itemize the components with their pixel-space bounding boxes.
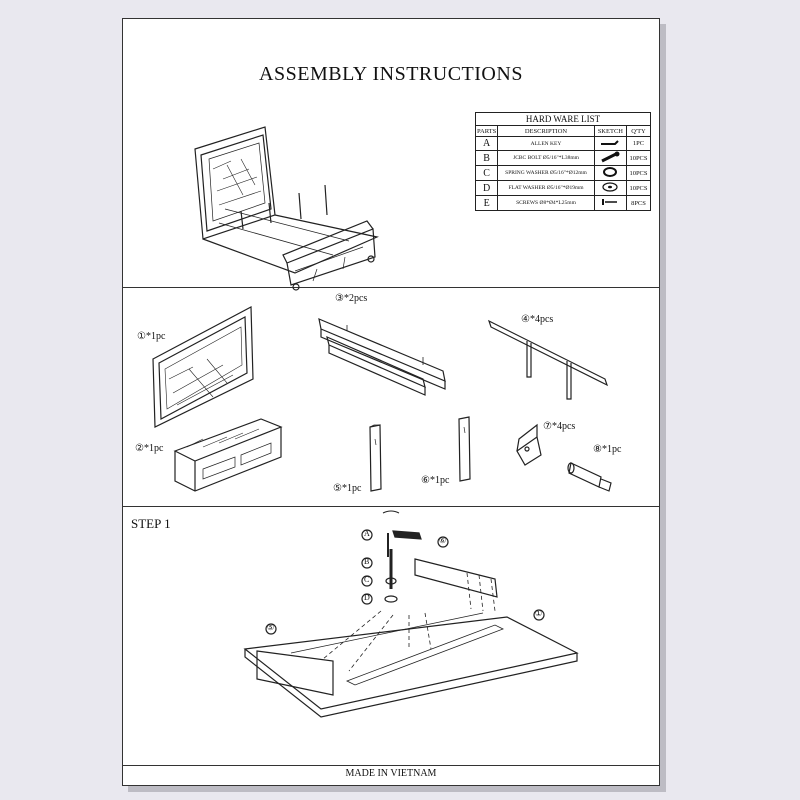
- step-title: STEP 1: [131, 516, 171, 531]
- center-leg-drawing: [567, 462, 612, 492]
- table-row: A ALLEN KEY 1PC: [474, 136, 652, 151]
- part-qty: 10PCS: [625, 165, 652, 181]
- callout-5: ⑤: [267, 623, 275, 632]
- part-qty: 10PCS: [625, 180, 652, 196]
- callout-c: C: [364, 575, 370, 584]
- spring-washer-icon: [593, 165, 627, 181]
- callout-1: ①: [535, 609, 543, 618]
- page-title: ASSEMBLY INSTRUCTIONS: [259, 63, 523, 85]
- part-label-leg-5: ⑤*1pc: [333, 483, 362, 494]
- table-row: E SCREWS Ø8*Ø4*L25mm 8PCS: [474, 195, 652, 211]
- part-label-bracket: ⑦*4pcs: [543, 421, 576, 432]
- instruction-sheet: ASSEMBLY INSTRUCTIONS HARD WARE LIST PAR…: [122, 18, 660, 786]
- part-qty: 8PCS: [625, 195, 652, 211]
- part-label-headboard: ①*1pc: [137, 331, 166, 342]
- part-label-center-leg: ⑧*1pc: [593, 444, 622, 455]
- callout-d: D: [364, 593, 370, 602]
- footboard-bench-drawing: [173, 418, 283, 492]
- center-slat-drawing: [487, 319, 609, 400]
- callout-a: A: [364, 529, 370, 538]
- section-divider: [123, 765, 659, 766]
- headboard-drawing: [152, 306, 254, 428]
- callout-b: B: [364, 557, 370, 566]
- hardware-list-table: HARD WARE LIST PARTS DESCRIPTION SKETCH …: [474, 112, 652, 211]
- assembled-bed-drawing: [194, 126, 379, 291]
- corner-bracket-drawing: [516, 423, 542, 466]
- screw-icon: [593, 195, 627, 211]
- part-label-slats: ④*4pcs: [521, 314, 554, 325]
- section-divider: [123, 506, 659, 507]
- footer-origin: MADE IN VIETNAM: [345, 768, 437, 779]
- assembly-line-art: [152, 126, 612, 718]
- part-letter: B: [474, 150, 499, 166]
- section-divider: [123, 287, 659, 288]
- part-qty: 10PCS: [625, 150, 652, 166]
- support-legs-drawing: [369, 416, 471, 492]
- part-label-bench: ②*1pc: [135, 443, 164, 454]
- hardware-list-title: HARD WARE LIST: [475, 112, 651, 125]
- step-one-diagram: [243, 510, 579, 718]
- callout-6: ⑥: [439, 536, 447, 545]
- part-letter: E: [474, 195, 499, 211]
- side-rails-drawing: [318, 318, 446, 396]
- part-label-side-rails: ③*2pcs: [335, 293, 368, 304]
- part-label-leg-6: ⑥*1pc: [421, 475, 450, 486]
